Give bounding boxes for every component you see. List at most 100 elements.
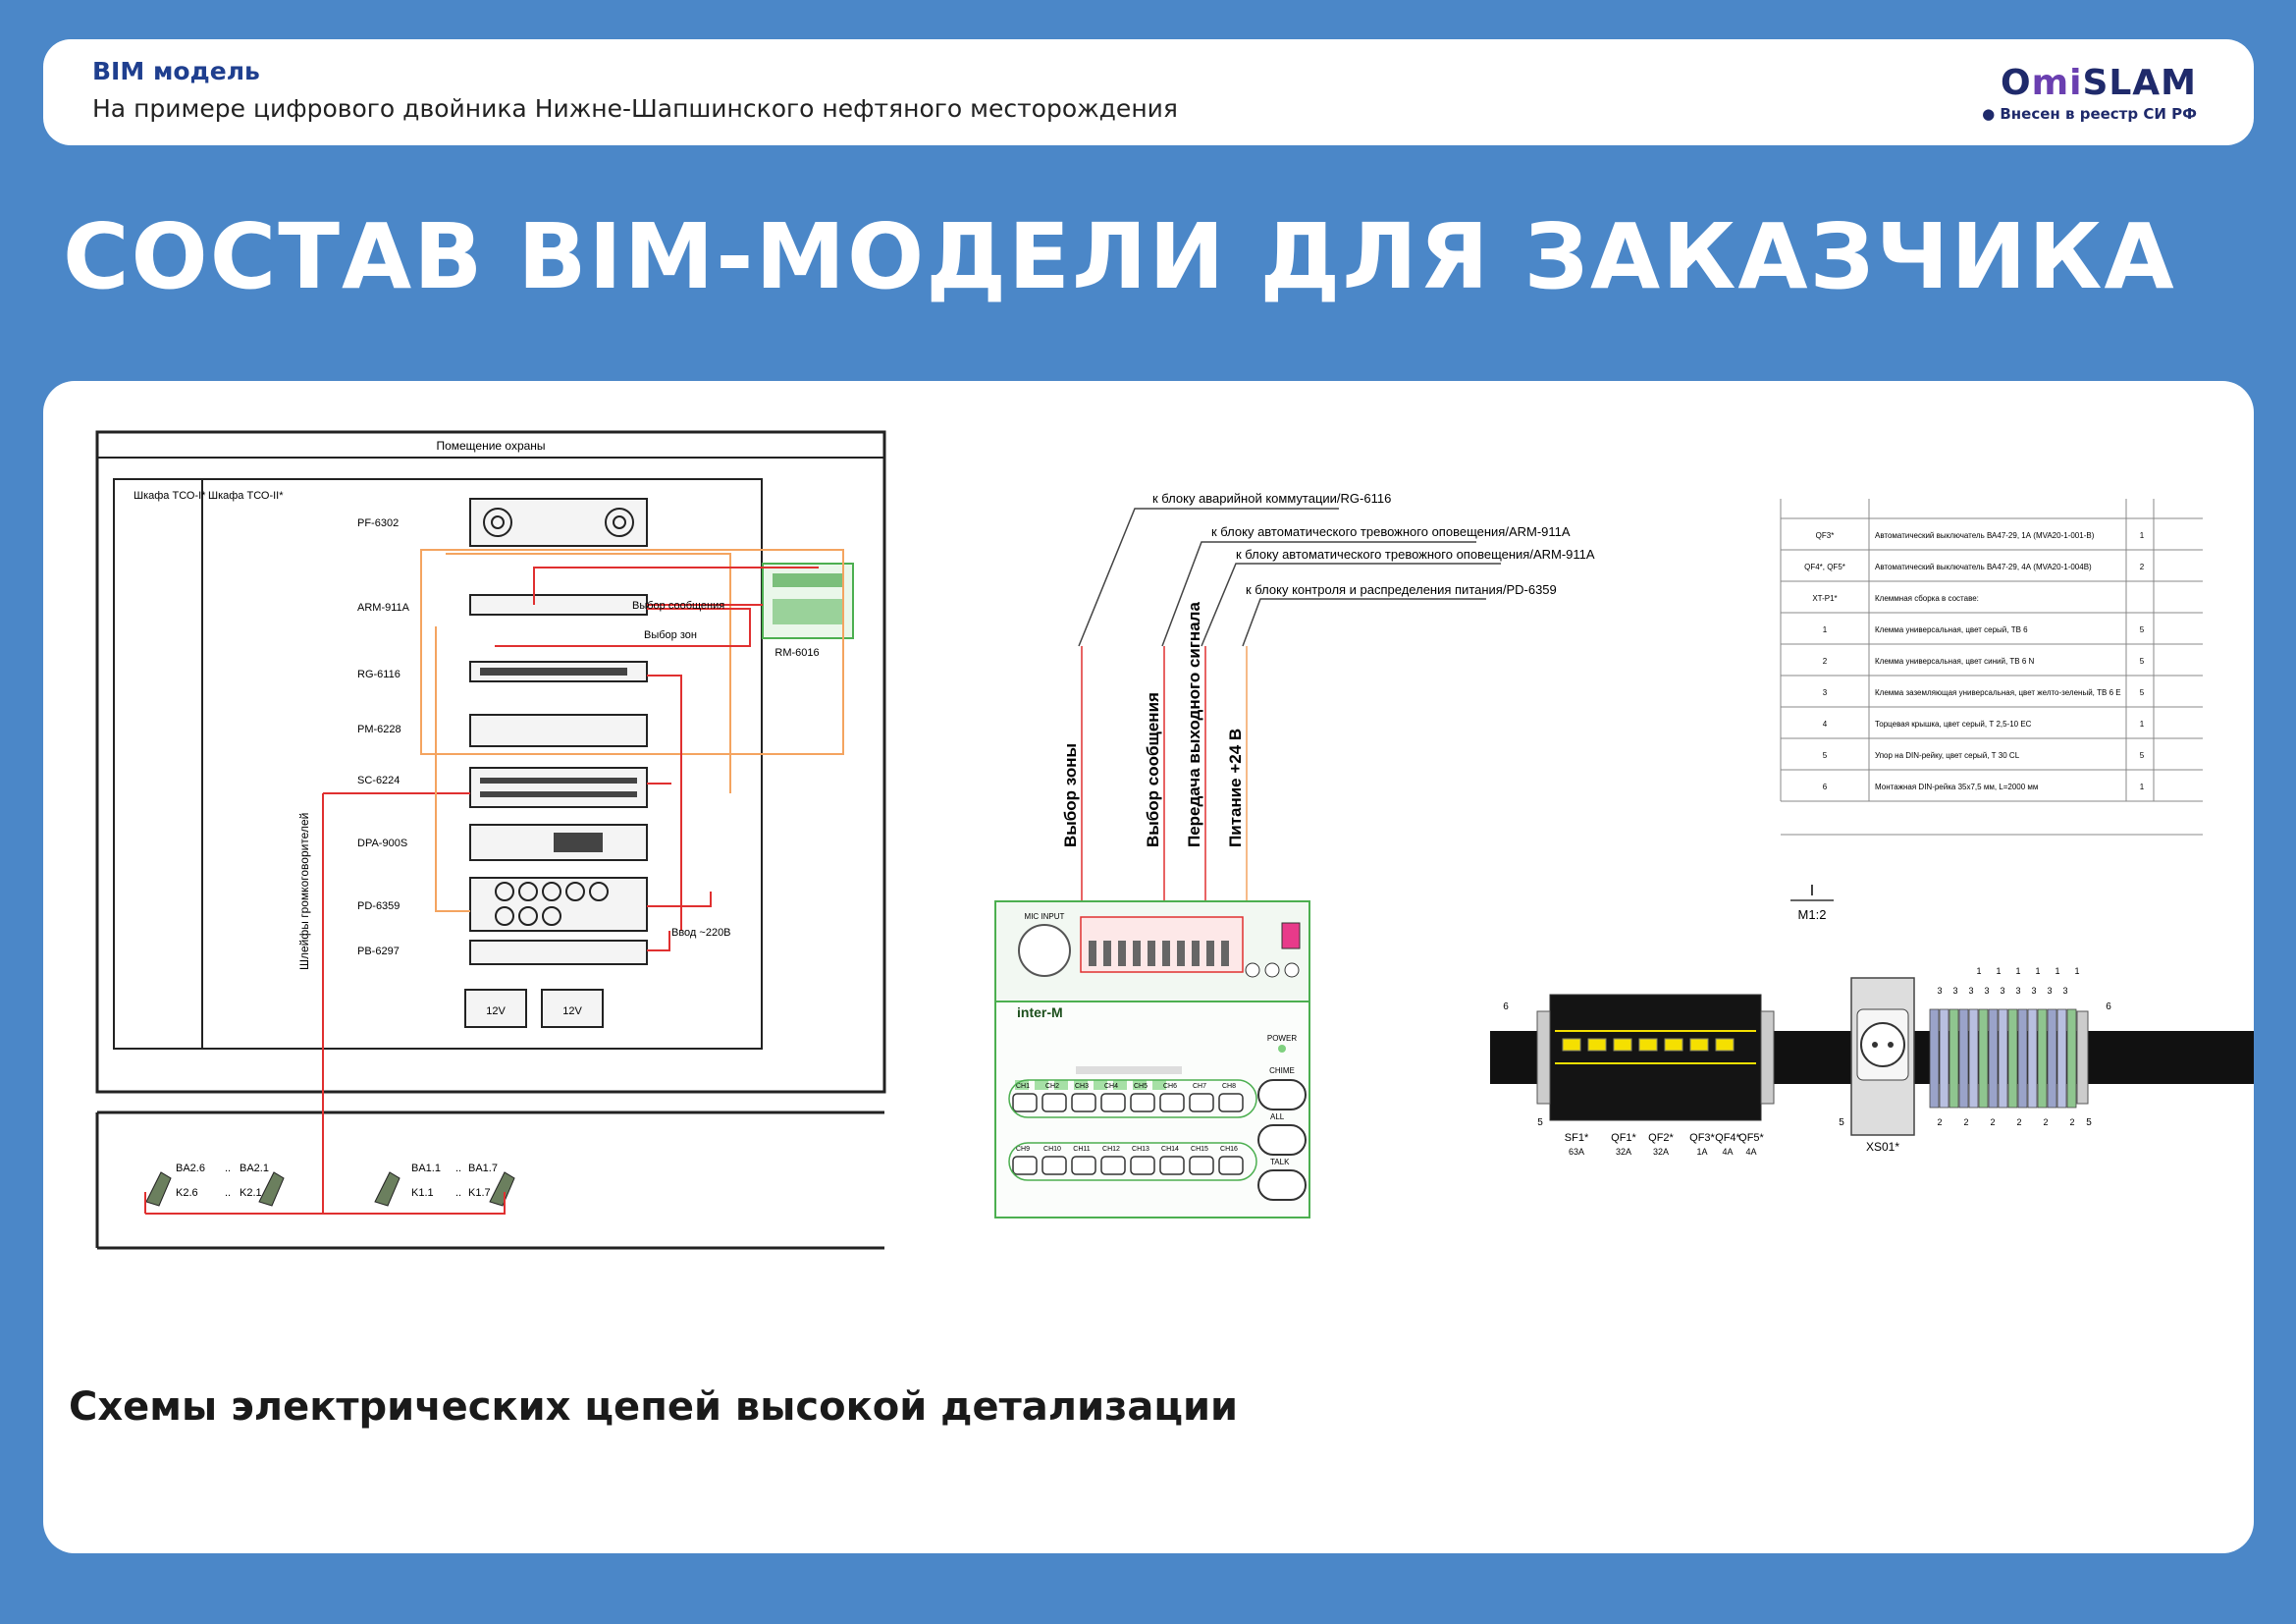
speaker-label: K1.1 [411, 1187, 434, 1199]
spec-qty: 1 [2140, 720, 2145, 729]
logo-slam: SLAM [2082, 63, 2197, 103]
device-pm6228 [469, 714, 648, 747]
spec-name: Клемма заземляющая универсальная, цвет ж… [1875, 688, 2121, 697]
channel-label: CH11 [1073, 1146, 1090, 1153]
breaker-rating: 63A [1569, 1147, 1584, 1157]
terminal [1929, 1008, 1940, 1109]
all-button[interactable] [1257, 1124, 1307, 1156]
scale-label: M1:2 [1798, 907, 1827, 922]
loudspeaker-icon [489, 1171, 515, 1207]
breaker-name: SF1* [1565, 1132, 1589, 1144]
speaker-label: K2.6 [176, 1187, 198, 1199]
device-label: RG-6116 [357, 669, 400, 680]
spec-pos: 6 [1823, 783, 1828, 791]
terminal-mark: 2 [1963, 1117, 1968, 1127]
stop-mark: 5 [2086, 1117, 2092, 1128]
logo-mi: mi [2031, 63, 2083, 103]
channel-label: CH13 [1132, 1146, 1149, 1153]
speaker-dots: .. [455, 1187, 461, 1199]
breaker-rating: 32A [1653, 1147, 1669, 1157]
channel-button[interactable] [1012, 1093, 1038, 1112]
socket-label: XS01* [1866, 1140, 1899, 1154]
spec-qty: 5 [2140, 625, 2145, 634]
spec-pos: QF3* [1816, 531, 1835, 540]
power-switch[interactable] [1281, 922, 1301, 949]
terminal [1968, 1008, 1979, 1109]
device-pf6302 [469, 498, 648, 547]
schematics-canvas: Помещение охраны Шкафа ТСО-I* Шкафа ТСО-… [95, 430, 2254, 1250]
spec-pos: 1 [1823, 625, 1828, 634]
breaker-name: QF3* [1689, 1132, 1715, 1144]
stop-mark: 5 [1839, 1117, 1844, 1128]
spec-name: Монтажная DIN-рейка 35х7,5 мм, L=2000 мм [1875, 783, 2038, 791]
terminal [2007, 1008, 2018, 1109]
logo-o: O [2000, 63, 2032, 103]
speaker-label: K1.7 [468, 1187, 491, 1199]
device-label: DPA-900S [357, 838, 407, 849]
terminal [1988, 1008, 1999, 1109]
power-input-label: Ввод ~220В [671, 927, 731, 939]
channel-button[interactable] [1071, 1093, 1096, 1112]
chime-button[interactable] [1257, 1079, 1307, 1110]
terminal [2017, 1008, 2028, 1109]
chime-label: CHIME [1269, 1066, 1295, 1075]
breaker-group [1549, 994, 1762, 1121]
spec-pos: 3 [1823, 688, 1828, 697]
channel-button[interactable] [1130, 1093, 1155, 1112]
terminal-mark: 1 [2035, 966, 2040, 976]
power-led-label: POWER [1267, 1034, 1297, 1043]
channel-button[interactable] [1041, 1156, 1067, 1175]
channel-button[interactable] [1071, 1156, 1096, 1175]
spec-pos: 4 [1823, 720, 1828, 729]
room-label: Помещение охраны [436, 439, 545, 453]
channel-label: CH2 [1045, 1083, 1059, 1090]
terminal-mark: 3 [2015, 986, 2020, 996]
speaker-loop-label: Шлейфы громкоговорителей [297, 813, 311, 970]
socket-icon [1860, 1022, 1905, 1067]
device-sc6224 [469, 767, 648, 808]
channel-button[interactable] [1159, 1093, 1185, 1112]
channel-button[interactable] [1159, 1156, 1185, 1175]
channel-button[interactable] [1218, 1156, 1244, 1175]
channel-button[interactable] [1189, 1156, 1214, 1175]
channel-button[interactable] [1012, 1156, 1038, 1175]
company-logo[interactable]: OmiSLAM ● Внесен в реестр СИ РФ [1982, 63, 2197, 123]
spec-qty: 2 [2140, 563, 2145, 571]
channel-button[interactable] [1100, 1156, 1126, 1175]
speaker-label: BA1.1 [411, 1163, 441, 1174]
channel-label: CH10 [1043, 1146, 1061, 1153]
channel-label: CH6 [1163, 1083, 1177, 1090]
channel-button[interactable] [1041, 1093, 1067, 1112]
terminal [1958, 1008, 1969, 1109]
battery-1 [464, 989, 527, 1028]
rm-label: RM-6016 [774, 647, 819, 659]
device-label: PD-6359 [357, 900, 400, 912]
callout-label: к блоку автоматического тревожного опове… [1236, 547, 1595, 562]
talk-button[interactable] [1257, 1169, 1307, 1201]
speaker-icon [483, 508, 512, 537]
stop-mark: 5 [1537, 1117, 1543, 1128]
spec-qty: 5 [2140, 657, 2145, 666]
channel-label: CH7 [1193, 1083, 1206, 1090]
terminal [2037, 1008, 2048, 1109]
channel-label: CH12 [1102, 1146, 1120, 1153]
channel-button[interactable] [1189, 1093, 1214, 1112]
channel-button[interactable] [1130, 1156, 1155, 1175]
loudspeaker-icon [374, 1171, 400, 1207]
channel-button[interactable] [1100, 1093, 1126, 1112]
speaker-label: K2.1 [240, 1187, 262, 1199]
cabinet-label-2: Шкафа ТСО-I* [133, 490, 206, 502]
spec-table: QF3* Автоматический выключатель ВА47-29, … [1780, 499, 2203, 836]
channel-button[interactable] [1218, 1093, 1244, 1112]
terminal-mark: 2 [1990, 1117, 1995, 1127]
terminal-mark: 3 [1968, 986, 1973, 996]
speaker-label: BA1.7 [468, 1163, 498, 1174]
spec-name: Автоматический выключатель ВА47-29, 4А (… [1875, 563, 2092, 571]
end-mark: 6 [1503, 1001, 1509, 1012]
breaker-name: QF5* [1738, 1132, 1764, 1144]
terminal-mark: 3 [2062, 986, 2067, 996]
spec-pos: 2 [1823, 657, 1828, 666]
